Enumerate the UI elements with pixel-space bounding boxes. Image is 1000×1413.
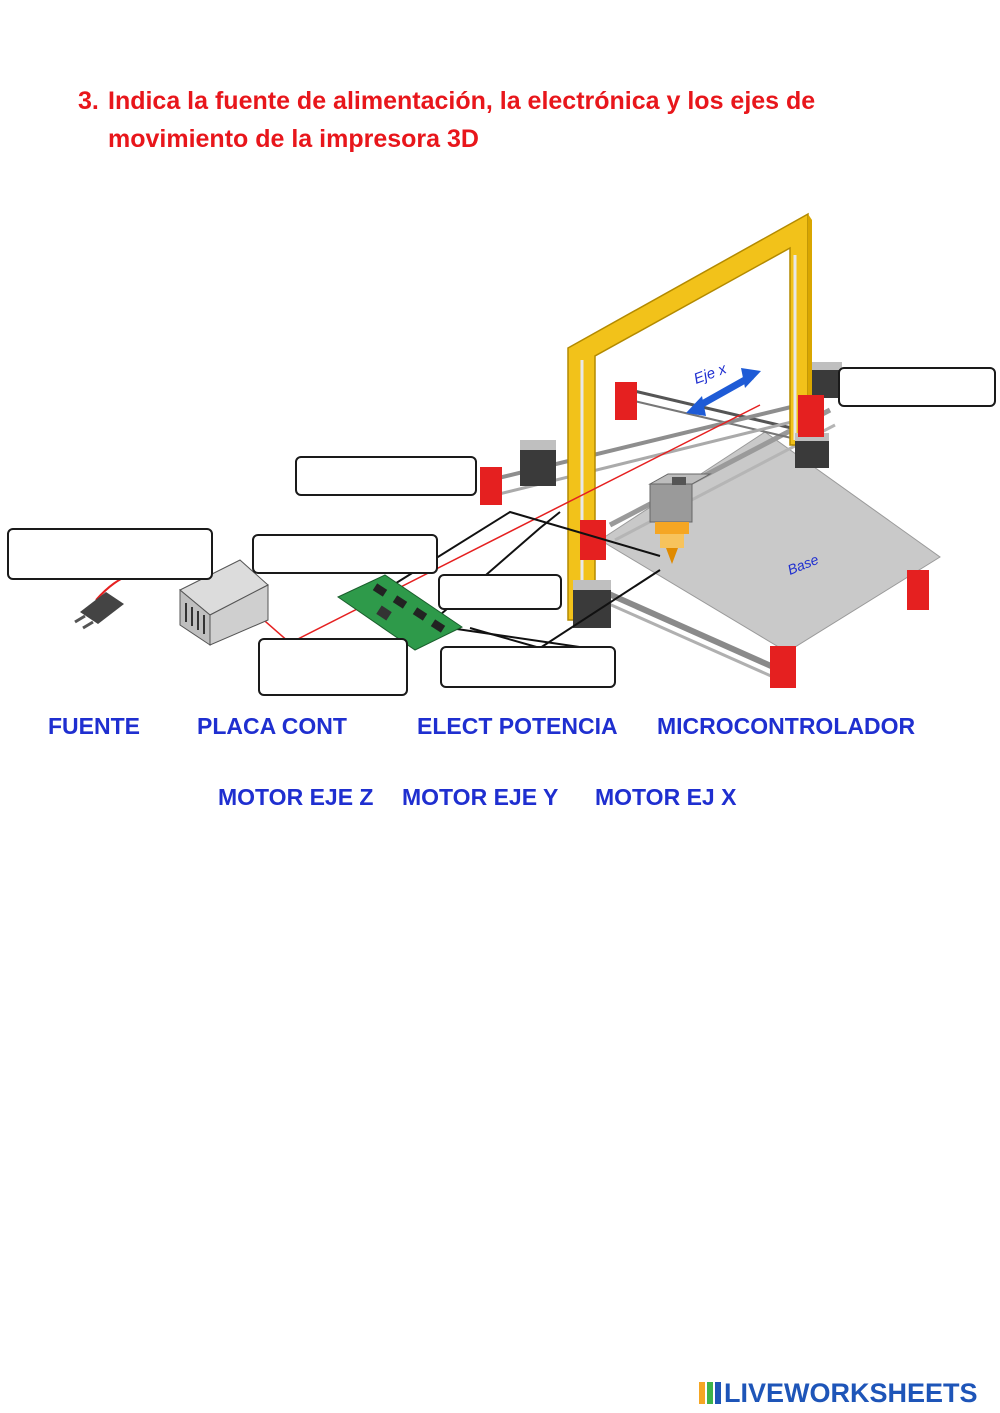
axis-label: Eje x bbox=[692, 360, 730, 388]
word-motor-eje-y: MOTOR EJE Y bbox=[402, 784, 559, 810]
answer-box-bottom-center[interactable] bbox=[440, 646, 616, 688]
motor-y bbox=[812, 362, 842, 398]
motor-z-right bbox=[795, 433, 829, 468]
word-motor-ej-x: MOTOR EJ X bbox=[595, 784, 737, 810]
extruder bbox=[648, 473, 712, 564]
brand-name: LIVEWORKSHEETS bbox=[724, 1377, 978, 1408]
answer-box-plug[interactable] bbox=[7, 528, 213, 580]
question-text: Indica la fuente de alimentación, la ele… bbox=[108, 87, 816, 153]
word-fuente: FUENTE bbox=[48, 713, 140, 739]
answer-box-center[interactable] bbox=[438, 574, 562, 610]
power-supply bbox=[179, 559, 269, 646]
power-plug bbox=[74, 592, 124, 630]
x-axis-arrow: Eje x bbox=[686, 360, 761, 416]
motor-x bbox=[520, 440, 556, 486]
word-placa-cont: PLACA CONT bbox=[197, 713, 347, 739]
word-motor-eje-z: MOTOR EJE Z bbox=[218, 784, 374, 810]
word-microcontrolador: MICROCONTROLADOR bbox=[657, 713, 916, 739]
brand-footer: LIVEWORKSHEETS bbox=[698, 1377, 978, 1409]
answer-box-supply[interactable] bbox=[258, 638, 408, 696]
liveworksheets-logo-icon bbox=[699, 1382, 721, 1404]
controller-board bbox=[336, 574, 463, 651]
question-number: 3. bbox=[78, 87, 99, 115]
answer-box-top-left[interactable] bbox=[295, 456, 477, 496]
printer-diagram: Base bbox=[74, 212, 941, 688]
motor-z-left bbox=[573, 580, 611, 628]
word-elect-potencia: ELECT POTENCIA bbox=[417, 713, 618, 739]
answer-box-middle-left[interactable] bbox=[252, 534, 438, 574]
base-plate bbox=[599, 431, 941, 653]
answer-box-right[interactable] bbox=[838, 367, 996, 407]
